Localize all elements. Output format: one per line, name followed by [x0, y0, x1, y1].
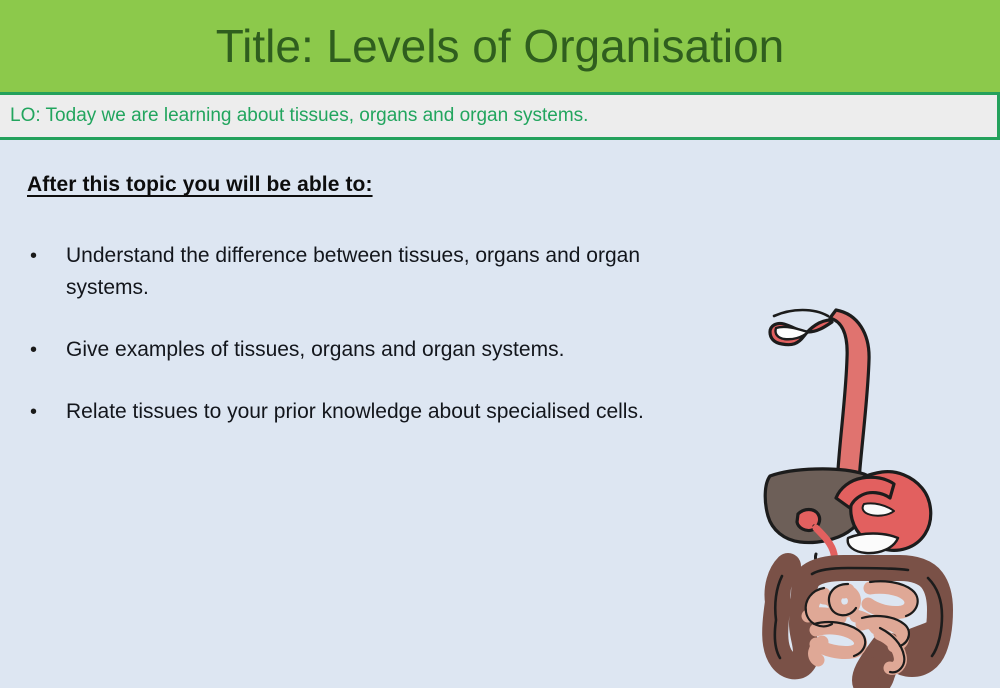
body-heading: After this topic you will be able to:: [27, 173, 373, 196]
list-item-label: Give examples of tissues, organs and org…: [66, 338, 565, 361]
list-item-label: Understand the difference between tissue…: [66, 244, 640, 299]
list-item-label: Relate tissues to your prior knowledge a…: [66, 400, 644, 423]
learning-objective-text: LO: Today we are learning about tissues,…: [10, 105, 589, 126]
learning-objective-bar: LO: Today we are learning about tissues,…: [0, 92, 1000, 140]
page-title: Title: Levels of Organisation: [215, 20, 785, 72]
bullet-marker-icon: •: [30, 401, 38, 423]
list-item: • Give examples of tissues, organs and o…: [22, 334, 722, 366]
digestive-system-illustration: [752, 298, 992, 688]
list-item: • Relate tissues to your prior knowledge…: [22, 396, 722, 428]
list-item: • Understand the difference between tiss…: [22, 240, 722, 304]
title-bar: Title: Levels of Organisation: [0, 0, 1000, 92]
objectives-list: • Understand the difference between tiss…: [22, 240, 722, 458]
bullet-marker-icon: •: [30, 245, 38, 267]
bullet-marker-icon: •: [30, 339, 38, 361]
slide-body: After this topic you will be able to: • …: [0, 140, 1000, 688]
